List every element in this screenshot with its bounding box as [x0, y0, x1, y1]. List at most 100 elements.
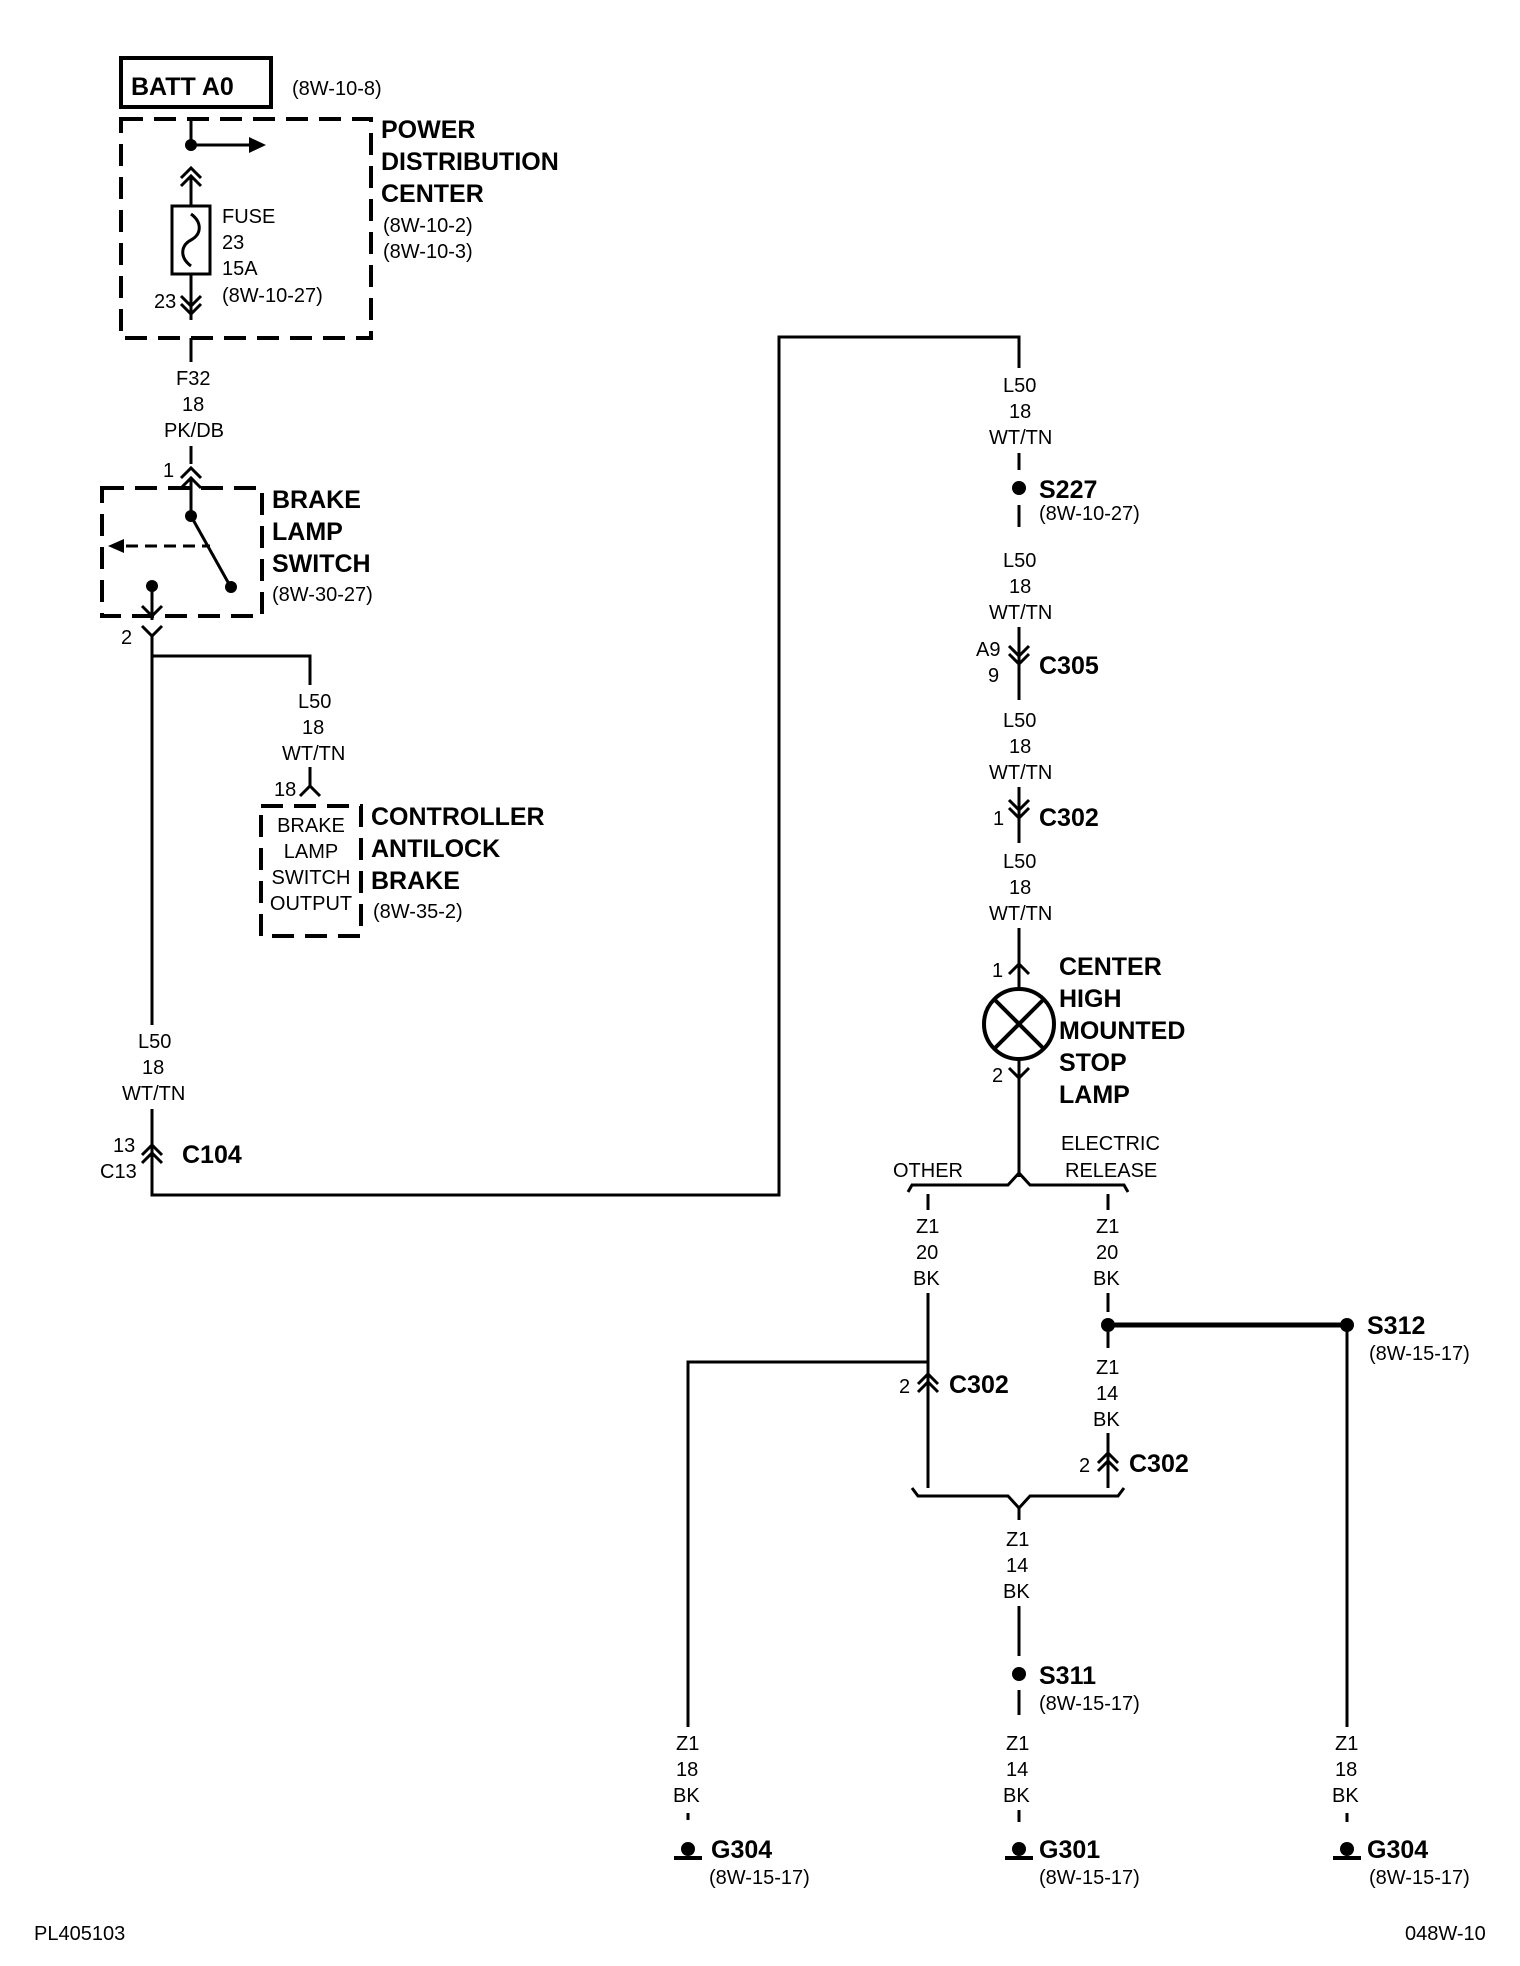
pdc-ref-2: (8W-10-3)	[383, 241, 473, 263]
f32-color: PK/DB	[164, 420, 224, 442]
s227-name: S227	[1039, 476, 1097, 504]
chmsl-title-1: CENTER	[1059, 953, 1162, 981]
pdc-title-1: POWER	[381, 116, 475, 144]
brake-switch-pin2-connector-icon	[140, 624, 164, 639]
brake-switch-pin-in: 1	[163, 460, 174, 482]
s227-ref: (8W-10-27)	[1039, 503, 1140, 525]
join-bracket	[910, 1487, 1126, 1511]
pdc-title-3: CENTER	[381, 180, 484, 208]
ground-icon	[674, 1842, 702, 1860]
other-wire-color: BK	[913, 1268, 940, 1290]
chmsl-pin1-connector-icon	[1007, 961, 1031, 976]
s312-ref: (8W-15-17)	[1369, 1343, 1470, 1365]
abs-pin-connector-icon	[298, 783, 322, 798]
fuse-label: FUSE	[222, 206, 275, 228]
footer-figure-id: PL405103	[34, 1923, 125, 1945]
switch-contact-dot	[225, 581, 237, 593]
switch-linkage-arrow-icon	[108, 539, 124, 553]
abs-ref: (8W-35-2)	[373, 901, 463, 923]
c104-name: C104	[182, 1141, 242, 1169]
s311-name: S311	[1039, 1662, 1096, 1690]
mid-wire-3-color: WT/TN	[989, 903, 1052, 925]
brake-switch-title-1: BRAKE	[272, 486, 361, 514]
g304-left-wire-gauge: 18	[676, 1759, 698, 1781]
brake-switch-title-3: SWITCH	[272, 550, 371, 578]
option-bracket	[906, 1170, 1130, 1193]
mid-wire-2-gauge: 18	[1009, 736, 1031, 758]
f32-gauge: 18	[182, 394, 204, 416]
c302-top-pin: 1	[993, 808, 1004, 830]
batt-ref: (8W-10-8)	[292, 78, 382, 100]
other-wire-gauge: 20	[916, 1242, 938, 1264]
abs-wire-circuit: L50	[298, 691, 331, 713]
c104-wire-gauge: 18	[142, 1057, 164, 1079]
g304-left-ref: (8W-15-17)	[709, 1867, 810, 1889]
c305-pin-2: 9	[988, 665, 999, 687]
abs-pin: 18	[274, 779, 296, 801]
c302-top-name: C302	[1039, 804, 1099, 832]
abs-inner-3: SWITCH	[272, 867, 351, 889]
g304-left-name: G304	[711, 1836, 772, 1864]
brake-switch-title-2: LAMP	[272, 518, 343, 546]
chmsl-title-4: STOP	[1059, 1049, 1127, 1077]
chmsl-title-2: HIGH	[1059, 985, 1122, 1013]
c302-left-name: C302	[949, 1371, 1009, 1399]
s311-ref: (8W-15-17)	[1039, 1693, 1140, 1715]
pdc-pin: 23	[154, 291, 176, 313]
chmsl-pin-out: 2	[992, 1065, 1003, 1087]
brake-switch-pin1-connector-icon	[179, 465, 203, 480]
c104-wire-circuit: L50	[138, 1031, 171, 1053]
brake-switch-box	[100, 486, 264, 618]
abs-title-1: CONTROLLER	[371, 803, 545, 831]
electric-wire-2-color: BK	[1093, 1409, 1120, 1431]
abs-wire-gauge: 18	[302, 717, 324, 739]
switch-blade	[189, 515, 231, 585]
f32-circuit: F32	[176, 368, 210, 390]
top-wire-color: WT/TN	[989, 427, 1052, 449]
c104-pin-2: C13	[100, 1161, 137, 1183]
g304-right-ref: (8W-15-17)	[1369, 1867, 1470, 1889]
g304-right-wire-circuit: Z1	[1335, 1733, 1358, 1755]
chmsl-pin-in: 1	[992, 960, 1003, 982]
abs-inner-2: LAMP	[284, 841, 338, 863]
electric-wire-circuit: Z1	[1096, 1216, 1119, 1238]
c305-connector-icon	[1007, 644, 1031, 667]
abs-inner-1: BRAKE	[277, 815, 345, 837]
batt-label: BATT A0	[131, 73, 234, 101]
branch-electric-1: ELECTRIC	[1061, 1133, 1160, 1155]
ground-icon	[1005, 1842, 1033, 1860]
c302-top-connector-icon	[1007, 798, 1031, 821]
fuse-ref: (8W-10-27)	[222, 285, 323, 307]
electric-wire-2-circuit: Z1	[1096, 1357, 1119, 1379]
electric-wire-color: BK	[1093, 1268, 1120, 1290]
branch-electric-2: RELEASE	[1065, 1160, 1157, 1182]
c302-left-connector-icon	[916, 1371, 940, 1394]
chmsl-pin2-connector-icon	[1007, 1066, 1031, 1081]
mid-wire-3-gauge: 18	[1009, 877, 1031, 899]
joined-wire-circuit: Z1	[1006, 1529, 1029, 1551]
g304-right-wire-color: BK	[1332, 1785, 1359, 1807]
abs-title-3: BRAKE	[371, 867, 460, 895]
abs-inner-4: OUTPUT	[270, 893, 352, 915]
branch-other: OTHER	[893, 1160, 963, 1182]
chmsl-title-5: LAMP	[1059, 1081, 1130, 1109]
fuse-rating: 15A	[222, 258, 258, 280]
s311-splice-dot	[1012, 1667, 1026, 1681]
pdc-bus-arrow-icon	[249, 137, 266, 153]
pdc-title-2: DISTRIBUTION	[381, 148, 559, 176]
ground-icon	[1333, 1842, 1361, 1860]
abs-wire-color: WT/TN	[282, 743, 345, 765]
brake-switch-ref: (8W-30-27)	[272, 584, 373, 606]
s312-name: S312	[1367, 1312, 1425, 1340]
l50-main-wire	[150, 335, 1021, 1197]
c104-wire-color: WT/TN	[122, 1083, 185, 1105]
g301-ref: (8W-15-17)	[1039, 1867, 1140, 1889]
joined-wire-gauge: 14	[1006, 1555, 1028, 1577]
c305-name: C305	[1039, 652, 1099, 680]
pdc-connector-bottom-icon	[179, 294, 203, 317]
g304-right-name: G304	[1367, 1836, 1428, 1864]
s227-splice-dot	[1012, 481, 1026, 495]
electric-wire-2-gauge: 14	[1096, 1383, 1118, 1405]
abs-box	[259, 804, 363, 938]
